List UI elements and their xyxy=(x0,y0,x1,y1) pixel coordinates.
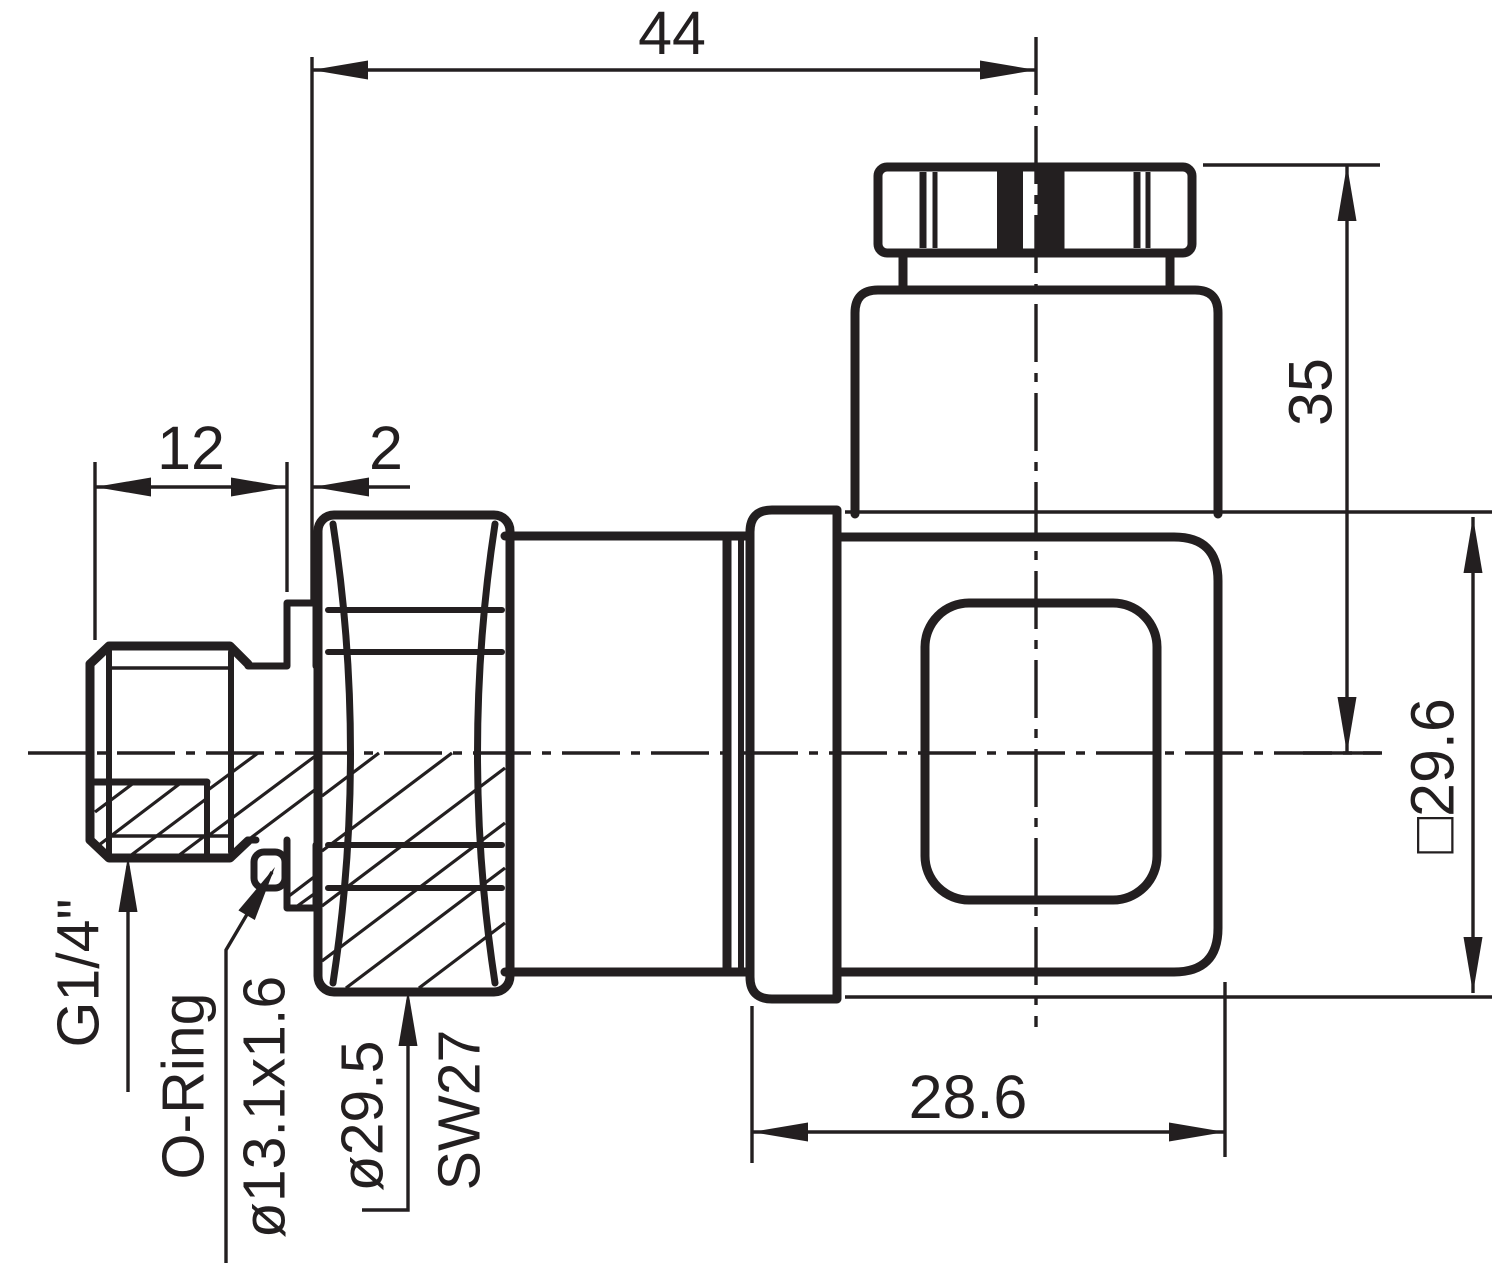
thread-bottom-profile xyxy=(85,835,253,863)
dim-connector-square: □29.6 xyxy=(1398,698,1466,854)
dim-seal-edge: 2 xyxy=(369,414,403,482)
dim-overall-length: 44 xyxy=(638,0,706,67)
arrowhead-296-bottom xyxy=(1463,937,1483,993)
label-thread: G1/4" xyxy=(46,899,112,1048)
dim-height-above-axis: 35 xyxy=(1276,358,1344,426)
arrowhead-296-top xyxy=(1463,517,1483,573)
arrowhead-35-top xyxy=(1337,165,1357,221)
fitting-outline xyxy=(85,162,1223,1004)
leaders-and-arrows xyxy=(95,60,1483,1263)
label-oring-size: ø13.1x1.6 xyxy=(232,976,298,1238)
dim-connector-depth: 28.6 xyxy=(909,1063,1028,1131)
arrowhead-44-left xyxy=(312,60,368,80)
arrowhead-35-bottom xyxy=(1337,697,1357,753)
seal-collar-bottom xyxy=(283,836,320,912)
leader-hex xyxy=(362,1000,410,1212)
arrowhead-hex xyxy=(398,990,418,1046)
centerlines xyxy=(28,37,1382,1027)
seal-collar-top xyxy=(244,599,322,670)
arrowhead-thread xyxy=(118,856,138,912)
arrowhead-44-right xyxy=(980,60,1036,80)
callout-labels: G1/4" O-Ring ø13.1x1.6 ø29.5 SW27 xyxy=(46,899,493,1239)
section-hatching xyxy=(94,751,506,990)
arrowhead-286-right xyxy=(1169,1122,1225,1142)
arrowhead-286-left xyxy=(752,1122,808,1142)
label-oring: O-Ring xyxy=(151,993,217,1180)
thread-top-profile xyxy=(85,641,253,669)
gland-nut-knurl xyxy=(919,171,1151,249)
dim-thread-length: 12 xyxy=(157,414,225,482)
arrowhead-oring xyxy=(238,867,275,920)
label-hex-diameter: ø29.5 xyxy=(330,1041,396,1192)
connector-flange xyxy=(745,505,842,1004)
label-wrench-size: SW27 xyxy=(427,1030,493,1191)
arrowhead-12-left xyxy=(95,477,151,497)
arrowhead-12-right xyxy=(231,477,287,497)
dimension-texts: 44 12 2 35 □29.6 28.6 xyxy=(157,0,1466,1131)
o-ring-section xyxy=(250,848,289,892)
arrowhead-2 xyxy=(313,477,369,497)
